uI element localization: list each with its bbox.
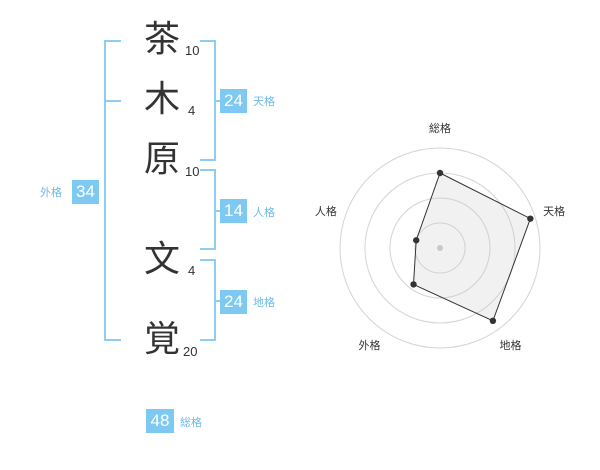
radar-point-4 [410,281,417,288]
radar-axis-label-1: 総格 [429,121,451,135]
gaikaku-tick [104,100,121,102]
stroke-count-5: 20 [183,344,198,359]
stroke-count-1: 10 [185,43,200,58]
stroke-count-2: 4 [188,103,196,118]
radar-point-3 [489,317,497,325]
soukaku-label: 総格 [180,416,202,429]
name-char-3: 原 [143,139,180,180]
name-char-5: 覚 [143,319,180,360]
gaikaku-bracket [104,40,121,341]
radar-ring-4 [339,147,541,349]
tenkaku-tick [214,100,220,102]
gaikaku-label: 外格 [40,186,62,199]
chikaku-tick [214,300,220,302]
radar-point-2 [527,215,534,222]
jinkaku-badge: 14 [220,199,247,223]
stroke-count-4: 4 [188,263,196,278]
gaikaku-badge: 34 [72,180,99,204]
name-char-1: 茶 [143,19,180,60]
radar-axis-label-5: 人格 [315,204,337,218]
radar-point-1 [436,169,444,177]
radar-series-area [412,172,532,322]
radar-center [437,245,443,251]
tenkaku-label: 天格 [253,95,275,108]
radar-point-5 [413,237,420,244]
name-char-4: 文 [143,239,180,280]
radar-ring-2 [389,197,491,299]
jinkaku-label: 人格 [253,206,275,219]
chikaku-label: 地格 [253,296,275,309]
name-char-2: 木 [143,79,180,120]
jinkaku-bracket [200,169,216,250]
radar-axis-label-3: 地格 [500,338,522,352]
stroke-count-3: 10 [185,164,200,179]
radar-axis-label-2: 天格 [543,204,565,218]
chikaku-badge: 24 [220,290,247,314]
radar-ring-1 [414,222,466,274]
soukaku-badge: 48 [146,409,174,433]
radar-axis-label-4: 外格 [359,338,381,352]
jinkaku-tick [214,210,220,212]
tenkaku-badge: 24 [220,89,247,113]
